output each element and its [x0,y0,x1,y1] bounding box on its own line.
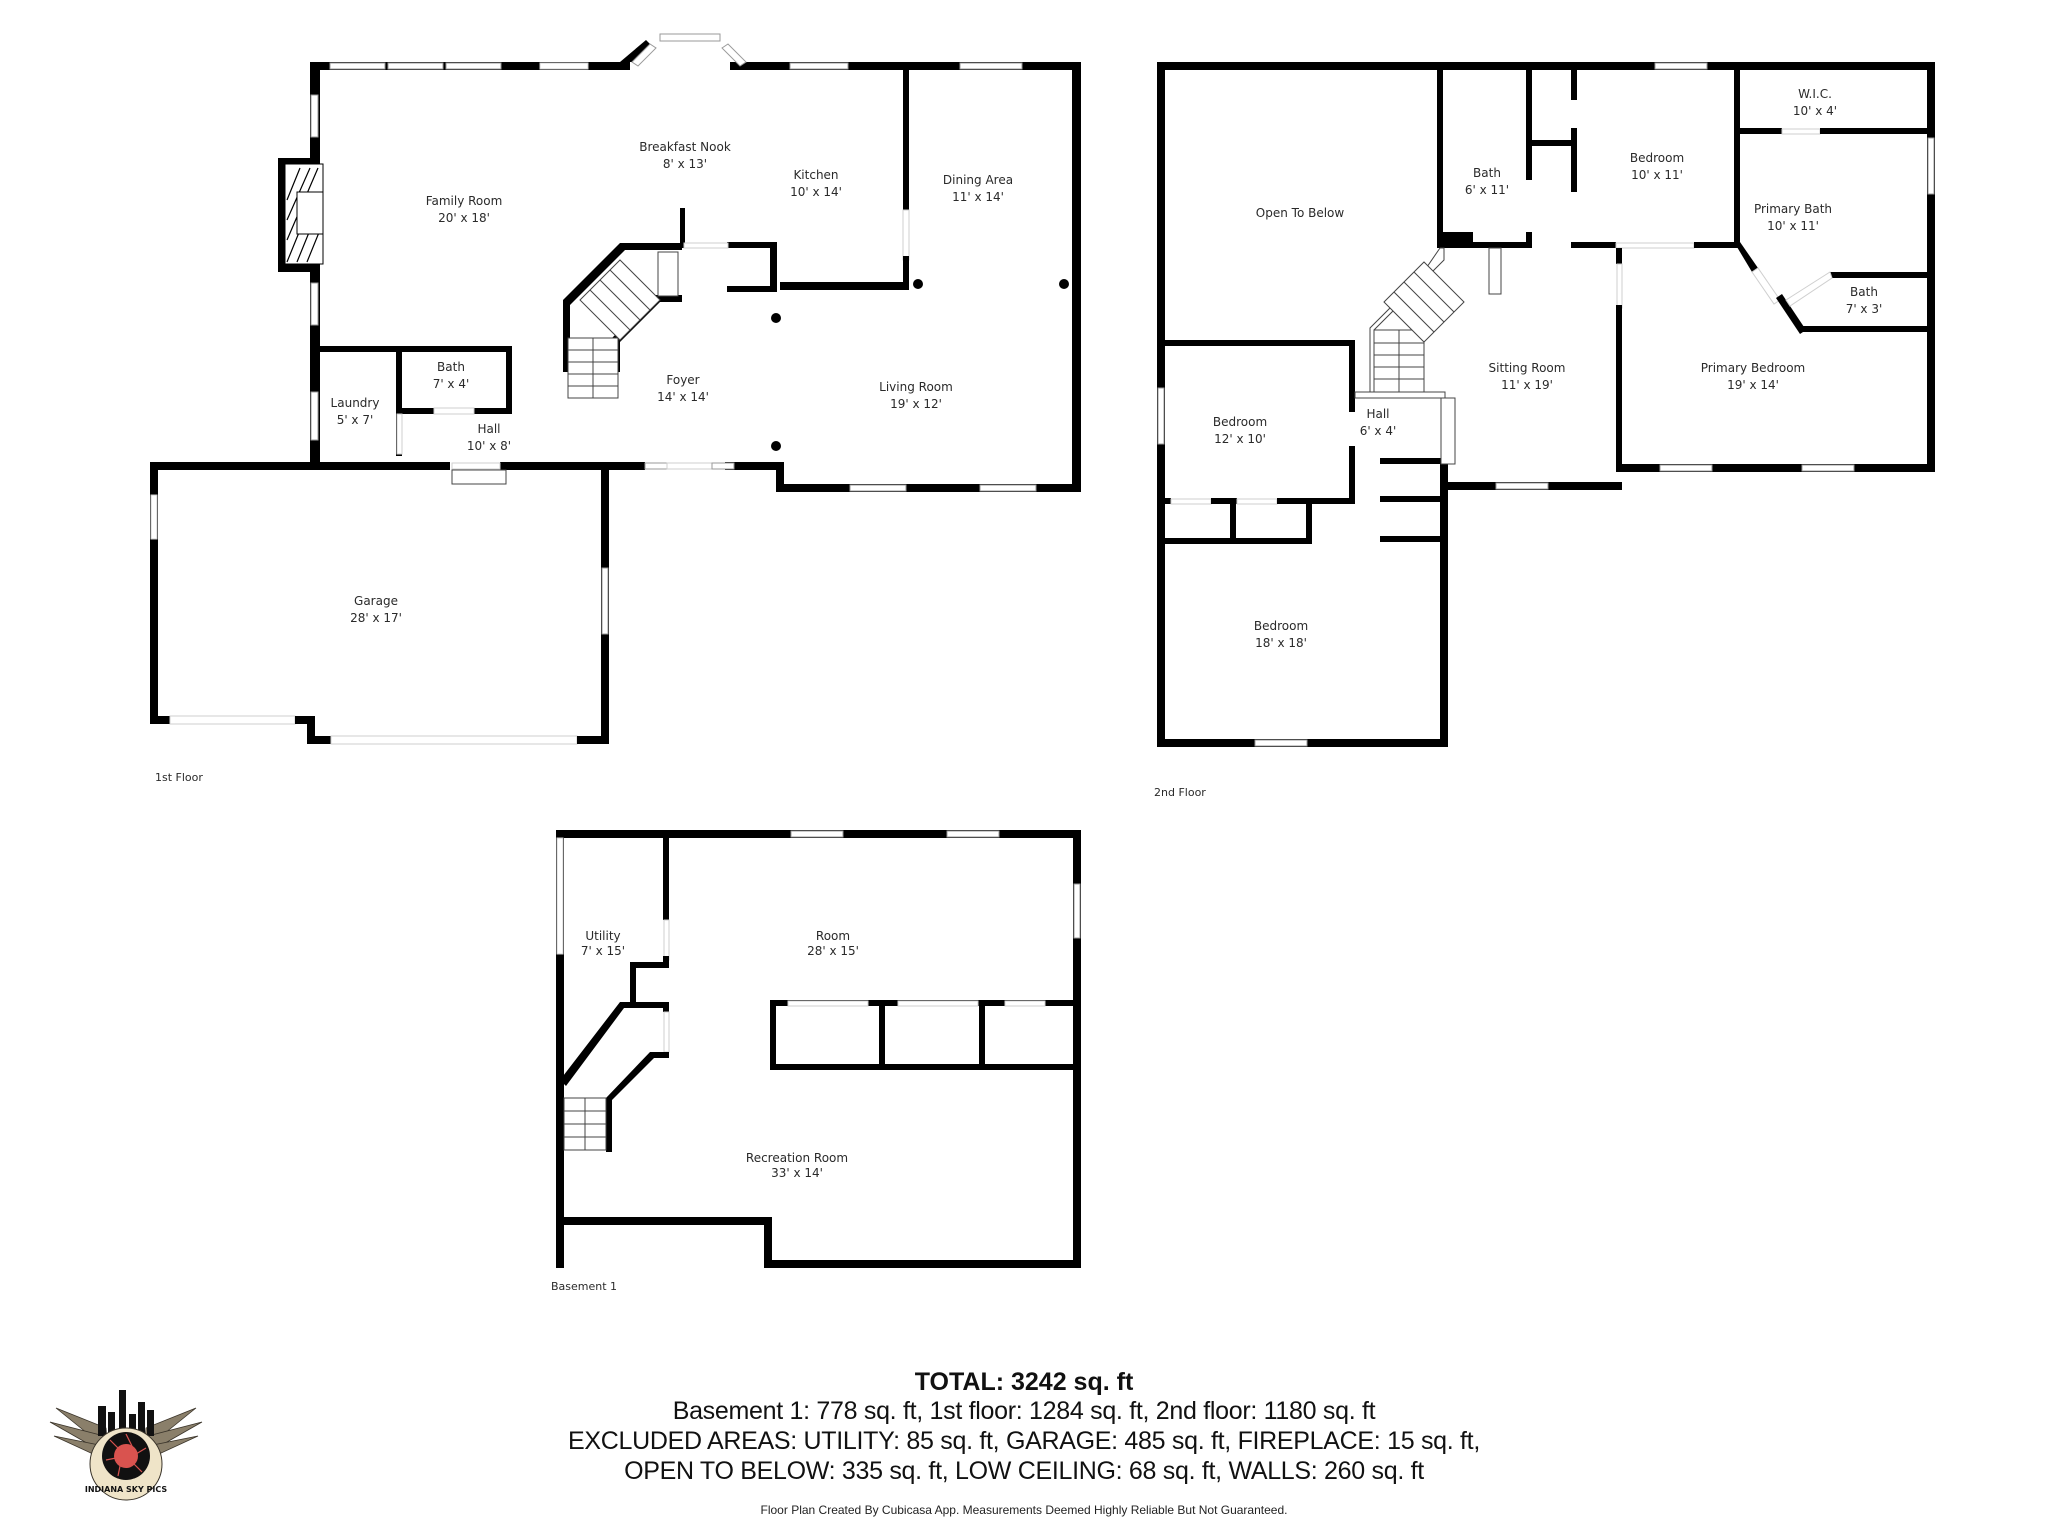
room-name: W.I.C. [1798,87,1832,101]
room-dimension: 10' x 14' [790,185,842,199]
room-dimension: 12' x 10' [1214,432,1266,446]
room-name: Hall [1366,407,1389,421]
second-floor-plan: Open To Below Bath 6' x 11' Bedroom 10' … [1154,62,1935,799]
room-name: Living Room [879,380,953,394]
room-dimension: 10' x 4' [1793,104,1837,118]
room-name: Hall [477,422,500,436]
floor-label-second: 2nd Floor [1154,786,1206,799]
room-name: Garage [354,594,398,608]
total-area: TOTAL: 3242 sq. ft [914,1368,1134,1396]
room-name: Kitchen [793,168,838,182]
room-name: Sitting Room [1489,361,1566,375]
room-name: Bedroom [1213,415,1267,429]
room-dimension: 6' x 4' [1360,424,1397,438]
room-dimension: 7' x 3' [1846,302,1883,316]
room-name: Bedroom [1630,151,1684,165]
room-name: Dining Area [943,173,1013,187]
room-dimension: 14' x 14' [657,390,709,404]
room-dimension: 10' x 11' [1767,219,1819,233]
first-floor-plan: Family Room 20' x 18' Breakfast Nook 8' … [150,33,1081,784]
room-name: Bedroom [1254,619,1308,633]
room-dimension: 19' x 14' [1727,378,1779,392]
skyline-icon [98,1390,154,1436]
excluded-areas-line-2: OPEN TO BELOW: 335 sq. ft, LOW CEILING: … [624,1457,1424,1485]
room-dimension: 18' x 18' [1255,636,1307,650]
room-dimension: 5' x 7' [337,413,374,427]
room-dimension: 8' x 13' [663,157,707,171]
room-dimension: 6' x 11' [1465,183,1509,197]
room-name: Bath [437,360,465,374]
room-name: Foyer [666,373,699,387]
logo-text: INDIANA SKY PICS [85,1485,168,1494]
room-name: Family Room [426,194,503,208]
room-dimension: 10' x 8' [467,439,511,453]
room-dimension: 11' x 14' [952,190,1004,204]
room-name: Primary Bedroom [1701,361,1805,375]
floor-label-basement: Basement 1 [551,1280,617,1293]
room-dimension: 28' x 15' [807,944,859,958]
excluded-areas-line-1: EXCLUDED AREAS: UTILITY: 85 sq. ft, GARA… [568,1427,1480,1455]
disclaimer: Floor Plan Created By Cubicasa App. Meas… [760,1503,1288,1517]
room-name: Open To Below [1256,206,1345,220]
room-name: Recreation Room [746,1151,848,1165]
room-dimension: 33' x 14' [771,1166,823,1180]
staircase-basement [563,1097,607,1151]
room-dimension: 7' x 4' [433,377,470,391]
room-dimension: 11' x 19' [1501,378,1553,392]
room-name: Bath [1473,166,1501,180]
room-dimension: 10' x 11' [1631,168,1683,182]
staircase-second [1354,247,1502,465]
room-dimension: 7' x 15' [581,944,625,958]
room-name: Bath [1850,285,1878,299]
staircase-first [567,251,679,399]
room-name: Breakfast Nook [639,140,731,154]
room-name: Primary Bath [1754,202,1832,216]
indiana-sky-pics-logo: INDIANA SKY PICS [49,1390,203,1501]
room-name: Room [816,929,850,943]
floor-area-breakdown: Basement 1: 778 sq. ft, 1st floor: 1284 … [672,1397,1376,1425]
room-name: Laundry [331,396,380,410]
room-name: Utility [585,929,620,943]
room-dimension: 28' x 17' [350,611,402,625]
basement-plan: Utility 7' x 15' Room 28' x 15' Recreati… [551,830,1081,1293]
floor-label-first: 1st Floor [155,771,203,784]
room-dimension: 20' x 18' [438,211,490,225]
room-dimension: 19' x 12' [890,397,942,411]
